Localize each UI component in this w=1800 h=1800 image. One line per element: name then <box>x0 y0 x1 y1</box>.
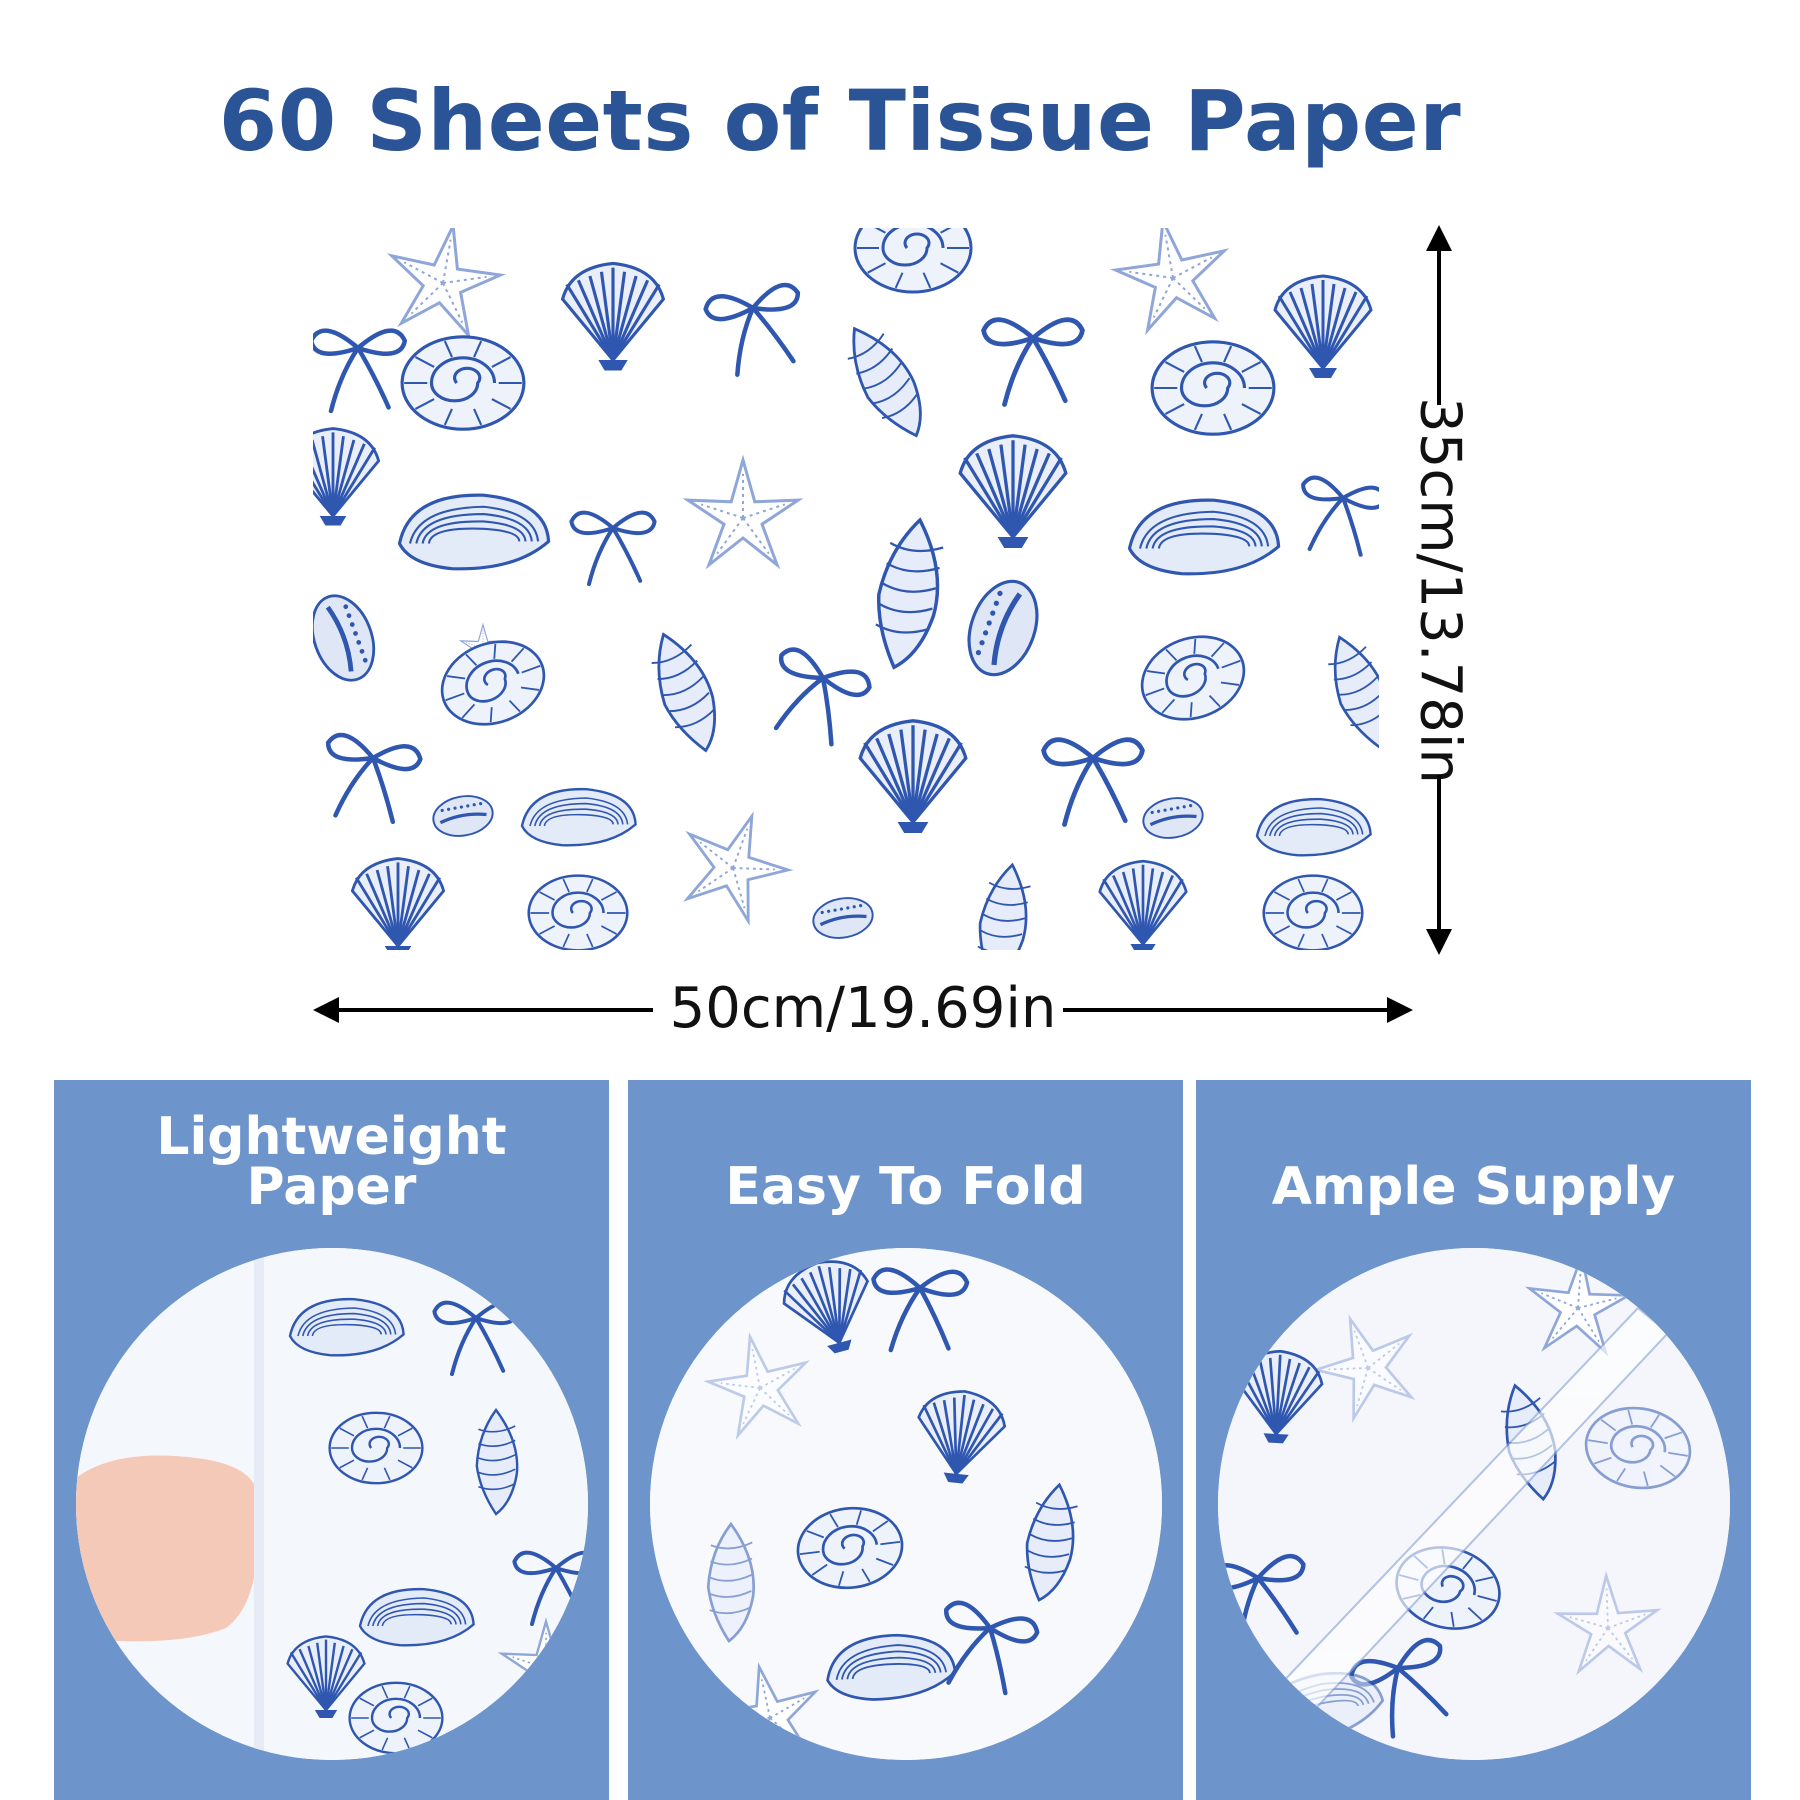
arrow-down-icon <box>1426 929 1452 955</box>
clam-shell-icon <box>1255 797 1372 857</box>
dimension-line <box>323 1008 653 1012</box>
scallop-shell-icon <box>782 1260 870 1354</box>
hand-icon <box>76 1455 258 1642</box>
dimension-line <box>1063 1008 1403 1012</box>
conch-shell-icon <box>875 517 944 670</box>
conch-shell-icon <box>1328 635 1379 750</box>
scallop-shell-icon <box>313 427 381 526</box>
scallop-shell-icon <box>1098 859 1188 950</box>
nautilus-shell-icon <box>1140 635 1246 721</box>
dimension-line <box>1437 775 1441 935</box>
starfish-icon <box>703 1331 811 1440</box>
nautilus-shell-icon <box>328 1411 424 1485</box>
starfish-icon <box>682 454 804 570</box>
scallop-shell-icon <box>917 1390 1007 1484</box>
ribbon-bow-icon <box>773 647 872 747</box>
arrow-right-icon <box>1387 997 1413 1023</box>
scallop-shell-icon <box>1273 274 1373 378</box>
starfish-icon <box>1552 1570 1662 1676</box>
height-label: 35cm/13.78in <box>1407 397 1473 784</box>
nautilus-shell-icon <box>348 1681 444 1755</box>
starfish-icon <box>386 228 506 341</box>
tissue-paper-sheet-image <box>313 228 1379 950</box>
scallop-shell-icon <box>350 857 446 950</box>
conch-shell-icon <box>475 1407 519 1516</box>
clam-shell-icon <box>520 787 637 847</box>
ribbon-bow-icon <box>325 732 423 825</box>
cowrie-shell-icon <box>313 594 376 682</box>
conch-shell-icon <box>847 326 922 438</box>
starfish-icon <box>1110 228 1230 336</box>
tissue-photo-stack <box>1218 1248 1730 1760</box>
cowrie-shell-icon <box>1142 797 1204 839</box>
dimension-line <box>1437 245 1441 405</box>
cowrie-shell-icon <box>432 795 494 837</box>
seashell-pattern <box>313 228 1379 950</box>
clam-shell-icon <box>397 493 551 571</box>
feature-title-line1: Ample Supply <box>1271 1157 1676 1217</box>
width-label: 50cm/19.69in <box>669 976 1057 1041</box>
feature-panel-ample-supply: Ample Supply <box>1196 1080 1751 1800</box>
clam-shell-icon <box>358 1587 475 1647</box>
ribbon-bow-icon <box>1301 475 1379 557</box>
nautilus-shell-icon <box>1262 874 1364 950</box>
nautilus-shell-icon <box>440 640 546 726</box>
height-dimension: 35cm/13.78in <box>1390 225 1490 955</box>
ribbon-bow-icon <box>871 1267 970 1353</box>
starfish-icon <box>682 811 794 927</box>
cowrie-shell-icon <box>812 897 874 939</box>
ribbon-bow-icon <box>1041 737 1145 827</box>
conch-shell-icon <box>651 632 716 753</box>
easy-fold-photo <box>650 1248 1162 1760</box>
ribbon-bow-icon <box>703 282 801 377</box>
conch-shell-icon <box>706 1521 755 1643</box>
feature-title-line2: Paper <box>246 1157 417 1217</box>
nautilus-shell-icon <box>853 228 973 294</box>
starfish-icon <box>1310 1314 1416 1423</box>
width-dimension: 50cm/19.69in <box>313 970 1413 1050</box>
feature-title-line1: Lightweight <box>156 1107 507 1167</box>
nautilus-shell-icon <box>1584 1406 1692 1490</box>
ribbon-bow-icon <box>569 510 657 587</box>
feature-panel-lightweight: Lightweight Paper <box>54 1080 609 1800</box>
nautilus-shell-icon <box>1150 340 1276 436</box>
starfish-icon <box>1524 1250 1634 1357</box>
lightweight-photo <box>76 1248 588 1760</box>
ribbon-bow-icon <box>313 328 408 414</box>
scallop-shell-icon <box>958 434 1068 548</box>
ribbon-bow-icon <box>944 1600 1040 1696</box>
scallop-shell-icon <box>858 719 968 833</box>
nautilus-shell-icon <box>527 874 629 950</box>
clam-shell-icon <box>288 1297 405 1357</box>
page-title: 60 Sheets of Tissue Paper <box>218 72 1462 170</box>
tissue-photo-fold <box>650 1248 1162 1760</box>
conch-shell-icon <box>1024 1482 1078 1602</box>
tissue-photo-hand <box>76 1248 588 1760</box>
nautilus-shell-icon <box>796 1506 904 1590</box>
nautilus-shell-icon <box>400 335 526 431</box>
feature-panel-easy-fold: Easy To Fold <box>628 1080 1183 1800</box>
scallop-shell-icon <box>560 261 666 371</box>
ample-supply-photo <box>1218 1248 1730 1760</box>
ribbon-bow-icon <box>981 317 1085 407</box>
conch-shell-icon <box>977 862 1031 950</box>
ribbon-bow-icon <box>1218 1553 1306 1647</box>
scallop-shell-icon <box>286 1635 366 1718</box>
cowrie-shell-icon <box>967 579 1039 677</box>
ribbon-bow-icon <box>1349 1637 1449 1739</box>
feature-title-line1: Easy To Fold <box>725 1157 1086 1217</box>
clam-shell-icon <box>1127 498 1281 576</box>
